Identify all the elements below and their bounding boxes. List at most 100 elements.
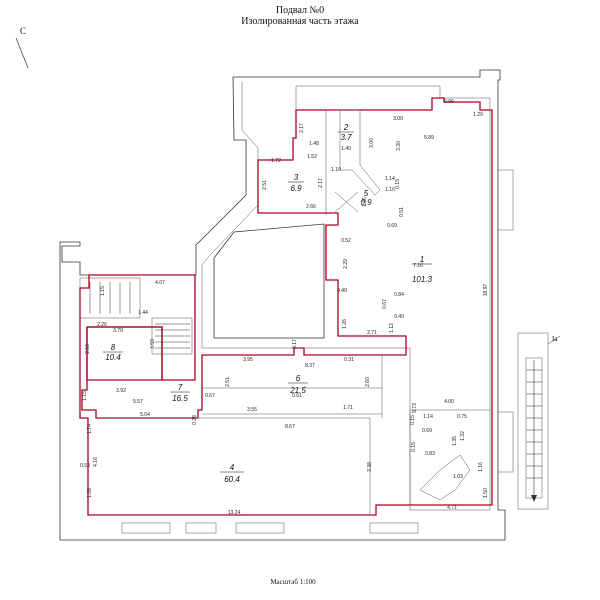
room-4-area: 60.4 bbox=[224, 475, 240, 484]
room-3: 3 6.9 bbox=[288, 173, 304, 193]
dimension-label: 3.00 bbox=[393, 116, 403, 122]
dimension-label: 4.00 bbox=[444, 399, 454, 405]
room-6-area: 21.5 bbox=[289, 386, 306, 395]
dimension-label: 2.17 bbox=[299, 123, 305, 133]
dimension-label: 3.92 bbox=[116, 388, 126, 394]
room-3-number: 3 bbox=[294, 173, 299, 182]
bottom-windows bbox=[121, 522, 419, 534]
dimension-label: 1.03 bbox=[453, 474, 463, 480]
dimension-label: 0.61 bbox=[292, 393, 302, 399]
dimension-label: 0.83 bbox=[425, 451, 435, 457]
room-6-number: 6 bbox=[296, 374, 301, 383]
dimension-label: 7.16 bbox=[413, 263, 423, 269]
dimension-label: 2.59 bbox=[85, 344, 91, 354]
dimension-label: 5.57 bbox=[133, 399, 143, 405]
dimension-label: 1.10 bbox=[331, 167, 341, 173]
dimension-label: 0.40 bbox=[394, 314, 404, 320]
plan-title: Подвал №0 bbox=[276, 5, 324, 16]
plan-subtitle: Изолированная часть этажа bbox=[241, 16, 359, 27]
room-4-number: 4 bbox=[230, 463, 235, 472]
compass-label: С bbox=[20, 26, 26, 36]
dimension-label: 1.14 bbox=[423, 414, 433, 420]
room-4: 4 60.4 bbox=[220, 463, 244, 484]
dimension-label: 1.15 bbox=[82, 391, 88, 401]
room-8-number: 8 bbox=[111, 343, 116, 352]
room-7-area: 16.5 bbox=[172, 394, 188, 403]
room-2-number: 2 bbox=[343, 123, 349, 132]
dimension-label: 3.95 bbox=[243, 357, 253, 363]
dimension-label: 2.29 bbox=[343, 259, 349, 269]
room-3-area: 6.9 bbox=[290, 184, 302, 193]
dimension-label: 3.70 bbox=[113, 328, 123, 334]
room-5-number: 5 bbox=[364, 189, 369, 198]
dimension-label: 1.32 bbox=[460, 431, 466, 441]
dimension-label: 0.69 bbox=[387, 223, 397, 229]
room-2: 2 3.7 bbox=[338, 123, 354, 142]
dimension-label: 5.89 bbox=[424, 135, 434, 141]
room-8: 8 10.4 bbox=[103, 343, 123, 362]
dimension-label: 0.67 bbox=[205, 393, 215, 399]
window-east-2 bbox=[497, 411, 514, 473]
dimension-label: 1.36 bbox=[362, 197, 368, 207]
west-stair bbox=[79, 277, 193, 355]
dimension-label: 1.44 bbox=[138, 310, 148, 316]
dimension-label: 2.60 bbox=[365, 377, 371, 387]
dimension-label: 0.53 bbox=[80, 463, 90, 469]
dimension-label: 2.66 bbox=[306, 204, 316, 210]
isolated-part-boundary bbox=[79, 97, 493, 516]
dimension-label: 0.75 bbox=[457, 414, 467, 420]
dimension-label: 1.08 bbox=[87, 488, 93, 498]
dimension-label: 1.12 bbox=[389, 323, 395, 333]
dimension-label: 4.07 bbox=[155, 280, 165, 286]
dimension-label: 3.30 bbox=[396, 141, 402, 151]
dimension-label: 1.74 bbox=[87, 424, 93, 434]
dimension-label: 1.72 bbox=[271, 158, 281, 164]
dimension-label: 1.16 bbox=[478, 462, 484, 472]
dimension-label: 0.69 bbox=[422, 428, 432, 434]
dimension-label: 13.24 bbox=[228, 510, 241, 516]
east-stair bbox=[517, 332, 549, 510]
dimension-label: 3.59 bbox=[150, 339, 156, 349]
dimension-label: 3.38 bbox=[367, 462, 373, 472]
dimension-label: 0.15 bbox=[395, 179, 401, 189]
dimension-label: 1.71 bbox=[343, 405, 353, 411]
dimension-label: 1.14 bbox=[385, 176, 395, 182]
dimension-label: 3.55 bbox=[247, 407, 257, 413]
room-8-area: 10.4 bbox=[105, 353, 121, 362]
dimension-label: 0.67 bbox=[382, 299, 388, 309]
dimension-label: 1.40 bbox=[341, 146, 351, 152]
room-7: 7 16.5 bbox=[170, 383, 190, 403]
dimension-label: 0.31 bbox=[344, 357, 354, 363]
room-1-number: 1 bbox=[420, 255, 424, 264]
dimension-label: 8.37 bbox=[305, 363, 315, 369]
interior-partitions bbox=[96, 109, 490, 515]
dimension-label: 1.26 bbox=[342, 319, 348, 329]
room-5-area: 0.9 bbox=[360, 198, 372, 207]
dimension-label: 0.51 bbox=[399, 207, 405, 217]
building-outline bbox=[59, 69, 506, 541]
window-east-1 bbox=[497, 169, 514, 231]
room-5: 5 0.9 bbox=[360, 189, 372, 207]
dimension-label: 4.71 bbox=[447, 505, 457, 511]
dimension-label: 2.26 bbox=[97, 322, 107, 328]
room-2-area: 3.7 bbox=[340, 133, 352, 142]
dimension-label: 8.67 bbox=[285, 424, 295, 430]
north-compass-icon: С bbox=[15, 26, 29, 69]
dimension-label: 0.15 bbox=[410, 415, 416, 425]
dimension-label: 0.15 bbox=[411, 442, 417, 452]
dimension-label: 18.97 bbox=[483, 284, 489, 297]
central-block bbox=[213, 223, 325, 339]
dimension-label: 5.04 bbox=[140, 412, 150, 418]
dimension-label: 0.96 bbox=[444, 99, 454, 105]
dimension-label: 1.15 bbox=[100, 286, 106, 296]
dimension-label: 2.51 bbox=[225, 377, 231, 387]
dimension-label: 1.48 bbox=[309, 141, 319, 147]
dimension-label: 0.40 bbox=[337, 288, 347, 294]
scale-label: Масштаб 1:100 bbox=[270, 578, 316, 586]
dimension-label: 9.73 bbox=[412, 403, 418, 413]
dimension-label: 1.50 bbox=[483, 488, 489, 498]
dimension-label: 0.28 bbox=[192, 415, 198, 425]
